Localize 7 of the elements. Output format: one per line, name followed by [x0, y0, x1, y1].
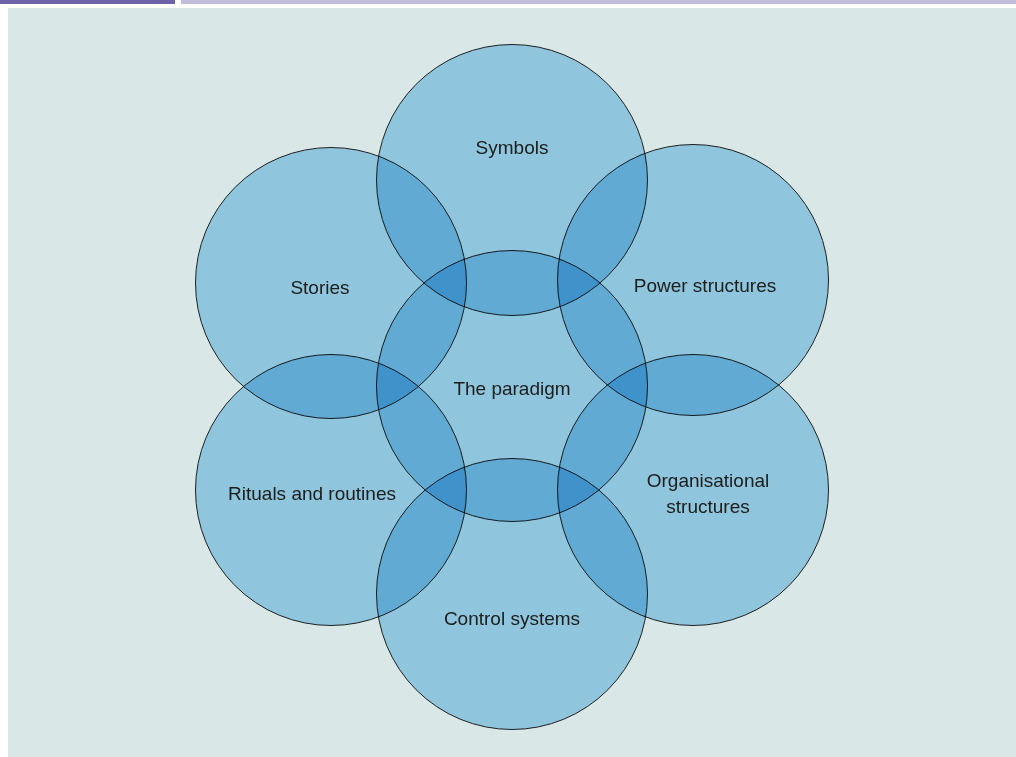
circle-label: The paradigm — [452, 377, 572, 401]
circle-label: Control systems — [442, 607, 582, 631]
circle-label: Power structures — [632, 274, 778, 298]
circle-label: Stories — [289, 276, 351, 300]
circle-label: Rituals and routines — [227, 482, 397, 506]
circle-label: Organisational structures — [645, 469, 771, 519]
circle-label: Symbols — [474, 136, 550, 160]
